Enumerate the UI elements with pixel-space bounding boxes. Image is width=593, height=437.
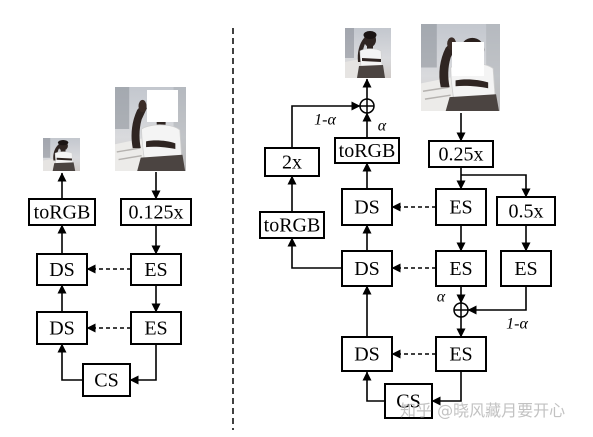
right-scale-main-box (428, 140, 494, 168)
left-torgb-node: toRGB (28, 198, 96, 226)
right-scale-side-node: 0.5x (496, 196, 556, 226)
right-torgb-side-node: toRGB (259, 211, 325, 239)
right-es-side-label: ES (514, 258, 537, 280)
right-weight-bottom-top: α (437, 289, 446, 306)
left-ds-top-box (36, 253, 88, 286)
right-ds-bottom-node: DS (341, 336, 393, 372)
right-weight-top-right: α (378, 118, 387, 135)
right-ds-mid-label: DS (354, 258, 380, 280)
left-ds-bottom-label: DS (49, 318, 75, 340)
left-output-image-content (43, 138, 80, 171)
left-ds-top-node: DS (36, 253, 88, 286)
right-ds-top-node: DS (341, 188, 393, 226)
left-es-top-box (130, 253, 182, 286)
right-input-image (421, 24, 500, 111)
right-cs-box (384, 383, 433, 419)
right-es-top-label: ES (449, 197, 472, 219)
right-panel: 1-α α α 1-α toRGB 2x 0.25x DS ES 0.5x (259, 24, 556, 419)
right-torgb-main-label: toRGB (339, 140, 396, 162)
left-arrow-cs-to-ds-bottom (57, 343, 83, 381)
right-sum-node-bottom (453, 302, 469, 318)
right-arrow-es-bottom-to-cs (431, 371, 462, 406)
right-arrow-cs-to-ds-bottom (362, 371, 385, 402)
left-es-top-label: ES (144, 259, 167, 281)
right-output-image-content (345, 28, 391, 78)
left-panel: toRGB 0.125x DS ES DS ES CS (28, 87, 192, 397)
left-es-bottom-node: ES (130, 311, 182, 345)
left-es-bottom-box (130, 311, 182, 345)
right-es-bottom-label: ES (449, 344, 472, 366)
right-es-bottom-box (435, 336, 487, 372)
right-es-mid-box (435, 250, 487, 287)
watermark: 知乎 @晓风藏月要开心 (400, 401, 565, 420)
right-ds-top-box (341, 188, 393, 226)
right-cs-label: CS (396, 391, 420, 413)
right-ds-bottom-box (341, 336, 393, 372)
right-arrow-scale-main-to-scale-side (461, 174, 531, 198)
right-torgb-main-node: toRGB (334, 137, 400, 164)
right-weight-top-left: 1-α (314, 112, 336, 129)
right-output-image (345, 28, 391, 78)
right-scale-main-label: 0.25x (439, 144, 484, 166)
left-ds-bottom-node: DS (36, 311, 88, 345)
right-es-side-node: ES (500, 250, 552, 287)
right-torgb-side-box (259, 211, 325, 239)
right-input-face-mask (452, 42, 484, 76)
right-ds-top-label: DS (354, 197, 380, 219)
right-scale-side-box (496, 196, 556, 226)
left-cs-box (82, 363, 131, 397)
left-cs-node: CS (82, 363, 131, 397)
right-arrow-ds-mid-to-torgb-side (287, 237, 342, 269)
right-scale-main-node: 0.25x (428, 140, 494, 168)
left-scale-box (120, 198, 192, 226)
right-es-side-box (500, 250, 552, 287)
right-upscale-node: 2x (264, 147, 320, 177)
right-torgb-side-label: toRGB (264, 215, 321, 237)
right-ds-mid-node: DS (341, 250, 393, 287)
right-ds-bottom-label: DS (354, 344, 380, 366)
right-upscale-box (264, 147, 320, 177)
right-arrow-upscale-to-sum-top (291, 101, 361, 148)
right-es-top-node: ES (435, 188, 487, 226)
right-ds-mid-box (341, 250, 393, 287)
left-input-face-mask (147, 90, 178, 122)
left-es-top-node: ES (130, 253, 182, 286)
left-ds-top-label: DS (49, 259, 75, 281)
left-ds-bottom-box (36, 311, 88, 345)
right-upscale-label: 2x (282, 152, 302, 174)
left-output-image (43, 138, 80, 171)
right-sum-node-top (359, 98, 375, 114)
right-cs-node: CS (384, 383, 433, 419)
right-scale-side-label: 0.5x (509, 201, 544, 223)
left-scale-label: 0.125x (129, 202, 184, 224)
left-arrow-es-bottom-to-cs (129, 344, 157, 385)
right-torgb-main-box (334, 137, 400, 164)
right-weight-bottom-right: 1-α (506, 316, 528, 333)
right-es-top-box (435, 188, 487, 226)
right-es-mid-label: ES (449, 258, 472, 280)
left-es-bottom-label: ES (144, 318, 167, 340)
right-es-mid-node: ES (435, 250, 487, 287)
right-es-bottom-node: ES (435, 336, 487, 372)
left-scale-node: 0.125x (120, 198, 192, 226)
left-cs-label: CS (94, 370, 118, 392)
left-torgb-box (28, 198, 96, 226)
right-arrow-es-side-to-sum-bottom (467, 286, 527, 315)
left-input-image (115, 87, 186, 171)
left-torgb-label: toRGB (34, 202, 91, 224)
